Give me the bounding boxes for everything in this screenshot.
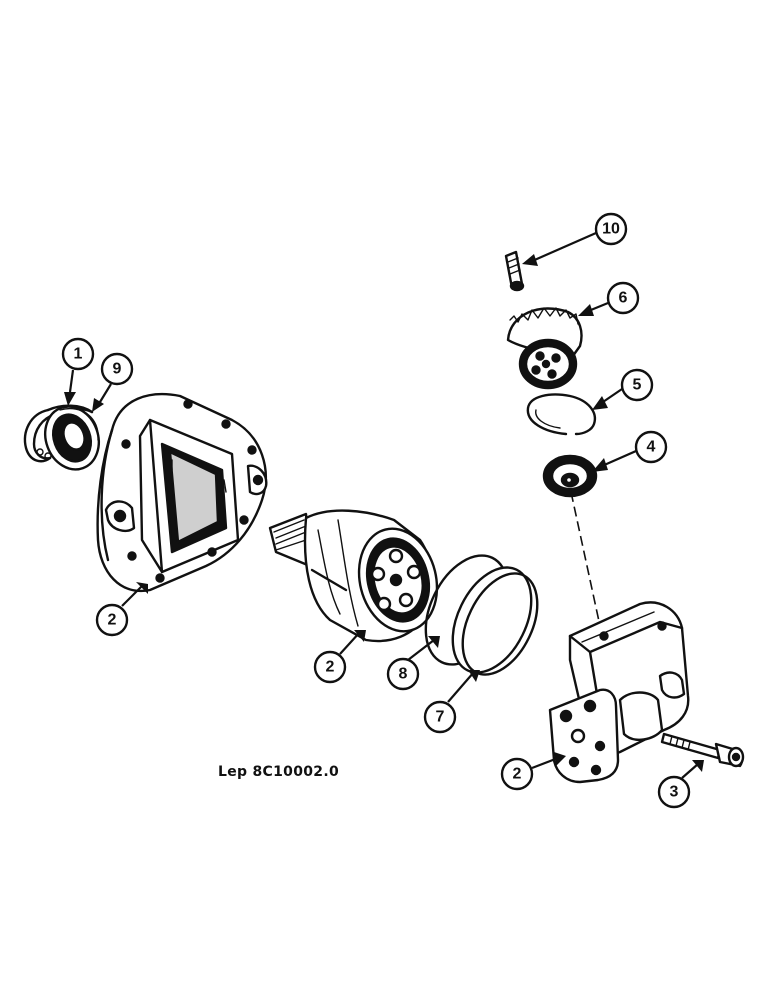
callout-9: 9 bbox=[92, 352, 134, 412]
callout-8: 8 bbox=[386, 636, 440, 691]
callout-3: 3 bbox=[657, 760, 704, 809]
assembly-centerline bbox=[570, 491, 601, 627]
callout-5-number: 5 bbox=[633, 377, 642, 394]
callout-3-number: 3 bbox=[670, 784, 679, 801]
split-ring bbox=[526, 393, 597, 436]
adjusting-screw bbox=[504, 250, 525, 292]
callout-7-number: 7 bbox=[436, 709, 445, 726]
callout-2-cover: 2 bbox=[500, 752, 566, 791]
callout-9-number: 9 bbox=[113, 361, 122, 378]
flange-housing bbox=[96, 392, 268, 593]
valve-seat bbox=[542, 454, 598, 498]
callout-6-number: 6 bbox=[619, 290, 628, 307]
callout-1-number: 1 bbox=[74, 346, 83, 363]
drawing-reference-label: Lep 8C10002.0 bbox=[218, 764, 339, 780]
cap-screw bbox=[660, 732, 745, 768]
end-cover bbox=[548, 601, 690, 784]
callout-2-cover-number: 2 bbox=[513, 766, 522, 783]
callout-2-flange: 2 bbox=[95, 582, 148, 637]
callout-2-flange-number: 2 bbox=[108, 612, 117, 629]
callout-8-number: 8 bbox=[399, 666, 408, 683]
callout-4-number: 4 bbox=[647, 439, 656, 456]
callout-4: 4 bbox=[592, 430, 668, 472]
callout-1: 1 bbox=[61, 337, 95, 406]
callout-10: 10 bbox=[522, 212, 628, 266]
callout-10-number: 10 bbox=[602, 221, 620, 238]
callout-5: 5 bbox=[592, 368, 654, 410]
callout-2-rotating: 2 bbox=[313, 630, 366, 684]
oil-seal bbox=[44, 405, 100, 471]
callout-2-rotating-number: 2 bbox=[326, 659, 335, 676]
callout-6: 6 bbox=[578, 281, 640, 316]
valve-plate bbox=[506, 307, 583, 390]
callout-7: 7 bbox=[423, 670, 480, 734]
rotating-group bbox=[268, 509, 439, 643]
backup-ring bbox=[451, 566, 539, 676]
